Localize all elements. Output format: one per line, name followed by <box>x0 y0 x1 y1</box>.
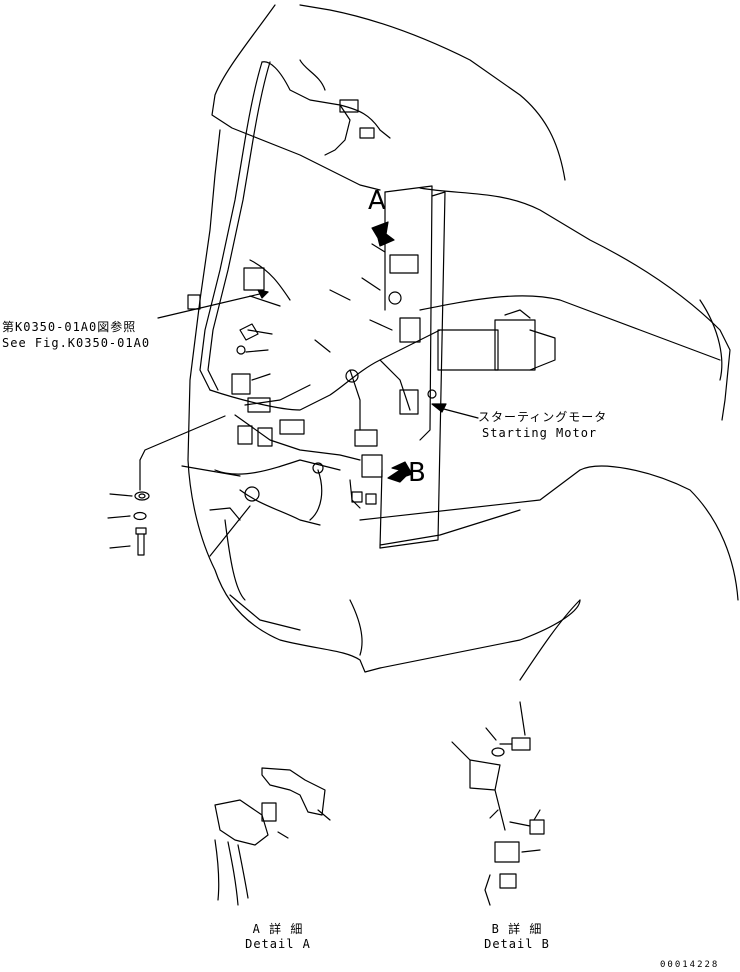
mounting-panel <box>379 185 446 549</box>
starter-label-en: Starting Motor <box>482 426 598 440</box>
part-number: 00014228 <box>660 960 720 970</box>
wiring-harness-upper <box>187 59 391 391</box>
view-arrows <box>371 221 479 483</box>
reference-leader <box>157 289 269 319</box>
starter-label-jp: スターティングモータ <box>478 410 608 424</box>
part-leader-lines <box>139 243 393 557</box>
wiring-harness-main <box>209 254 441 526</box>
view-b-marker: B <box>408 458 426 488</box>
loose-hardware-left <box>107 491 150 556</box>
view-a-marker: A <box>368 186 386 216</box>
machine-body <box>187 4 739 681</box>
detail-b-title-en: Detail B <box>484 937 550 951</box>
detail-a-title-en: Detail A <box>245 937 311 951</box>
reference-label-en: See Fig.K0350-01A0 <box>2 336 151 350</box>
starting-motor <box>427 309 556 399</box>
detail-a-title-jp: A 詳 細 <box>252 922 304 936</box>
reference-label-jp: 第K0350-01A0図参照 <box>2 320 137 334</box>
detail-b-title-jp: B 詳 細 <box>491 922 543 936</box>
detail-b-drawing <box>451 701 545 906</box>
detail-a-drawing <box>214 767 331 906</box>
